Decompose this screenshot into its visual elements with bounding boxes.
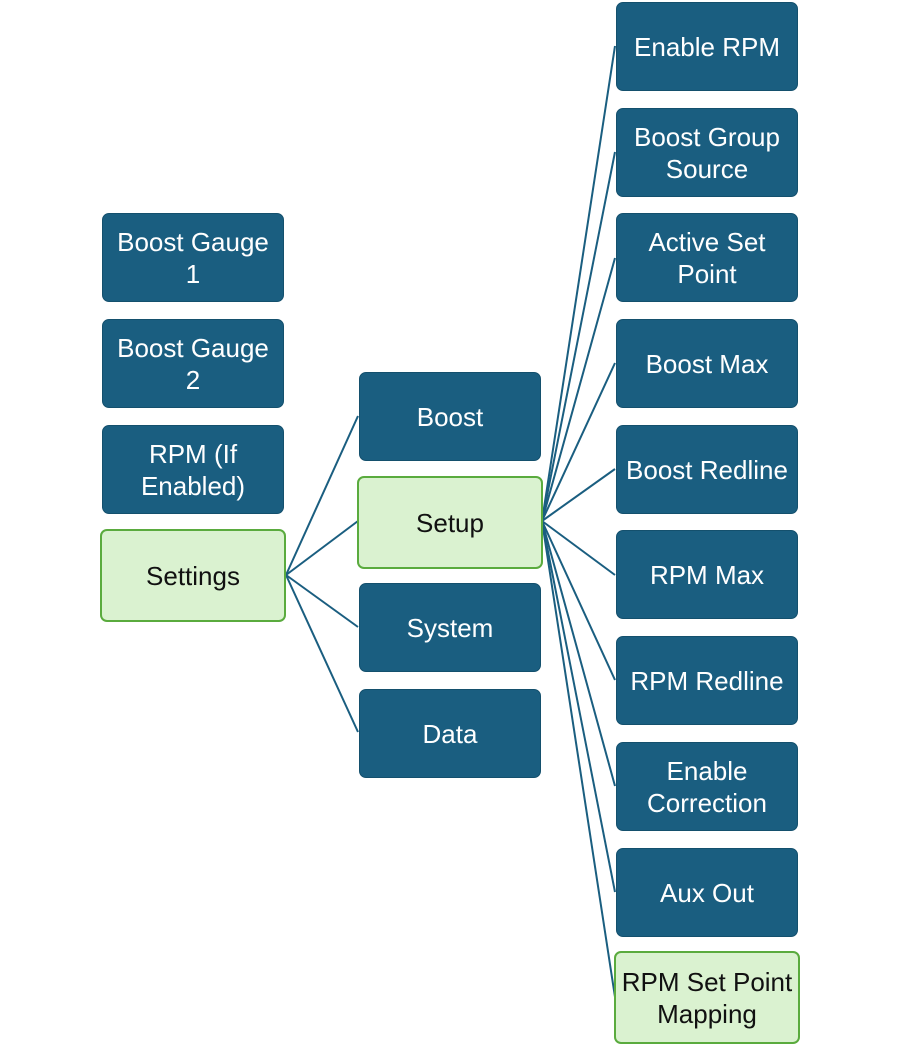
node-active-set-point[interactable]: Active Set Point [616,213,798,302]
connector-settings-boost [285,415,359,576]
node-label: RPM Redline [630,665,784,696]
node-data[interactable]: Data [359,689,541,778]
node-label: Enable RPM [634,31,780,62]
node-label: Boost Redline [626,454,788,485]
node-enable-correction[interactable]: Enable Correction [616,742,798,831]
connector-settings-system [285,574,359,628]
node-label: System [406,612,494,643]
connector-settings-setup [285,520,359,576]
node-label: Aux Out [660,877,754,908]
connector-setup-rpm-redline [541,520,616,681]
node-boost-gauge-2[interactable]: Boost Gauge 2 [102,319,284,408]
node-label: Active Set Point [648,226,766,289]
node-enable-rpm[interactable]: Enable RPM [616,2,798,91]
node-rpm-max[interactable]: RPM Max [616,530,798,619]
node-boost-gauge-1[interactable]: Boost Gauge 1 [102,213,284,302]
node-setup[interactable]: Setup [357,476,543,569]
node-settings[interactable]: Settings [100,529,286,622]
node-rpm-set-point-mapping[interactable]: RPM Set Point Mapping [614,951,800,1044]
node-label: RPM Max [649,559,765,590]
connector-setup-aux-out [541,520,616,893]
node-label: Boost Gauge 2 [117,332,269,395]
node-boost[interactable]: Boost [359,372,541,461]
node-label: Settings [146,560,240,591]
node-label: Setup [416,507,484,538]
node-system[interactable]: System [359,583,541,672]
node-label: Boost [416,401,484,432]
node-boost-max[interactable]: Boost Max [616,319,798,408]
connector-settings-data [285,574,359,733]
node-rpm-if-enabled[interactable]: RPM (If Enabled) [102,425,284,514]
node-label: Boost Group Source [634,121,780,184]
connector-setup-rpm-set-point-mapping [541,520,616,998]
connector-setup-boost-redline [541,468,616,522]
node-boost-redline[interactable]: Boost Redline [616,425,798,514]
node-label: RPM (If Enabled) [140,438,246,501]
connector-setup-boost-max [541,362,616,522]
node-aux-out[interactable]: Aux Out [616,848,798,937]
node-rpm-redline[interactable]: RPM Redline [616,636,798,725]
connector-setup-rpm-max [541,520,616,576]
node-label: Data [422,718,478,749]
connector-setup-enable-correction [541,520,616,787]
node-label: Enable Correction [647,755,767,818]
node-label: Boost Gauge 1 [117,226,269,289]
node-label: RPM Set Point Mapping [621,966,793,1029]
node-boost-group-source[interactable]: Boost Group Source [616,108,798,197]
connector-setup-active-set-point [541,257,616,522]
connector-setup-enable-rpm [541,45,616,522]
connector-setup-boost-group-source [541,151,616,522]
node-label: Boost Max [645,348,769,379]
